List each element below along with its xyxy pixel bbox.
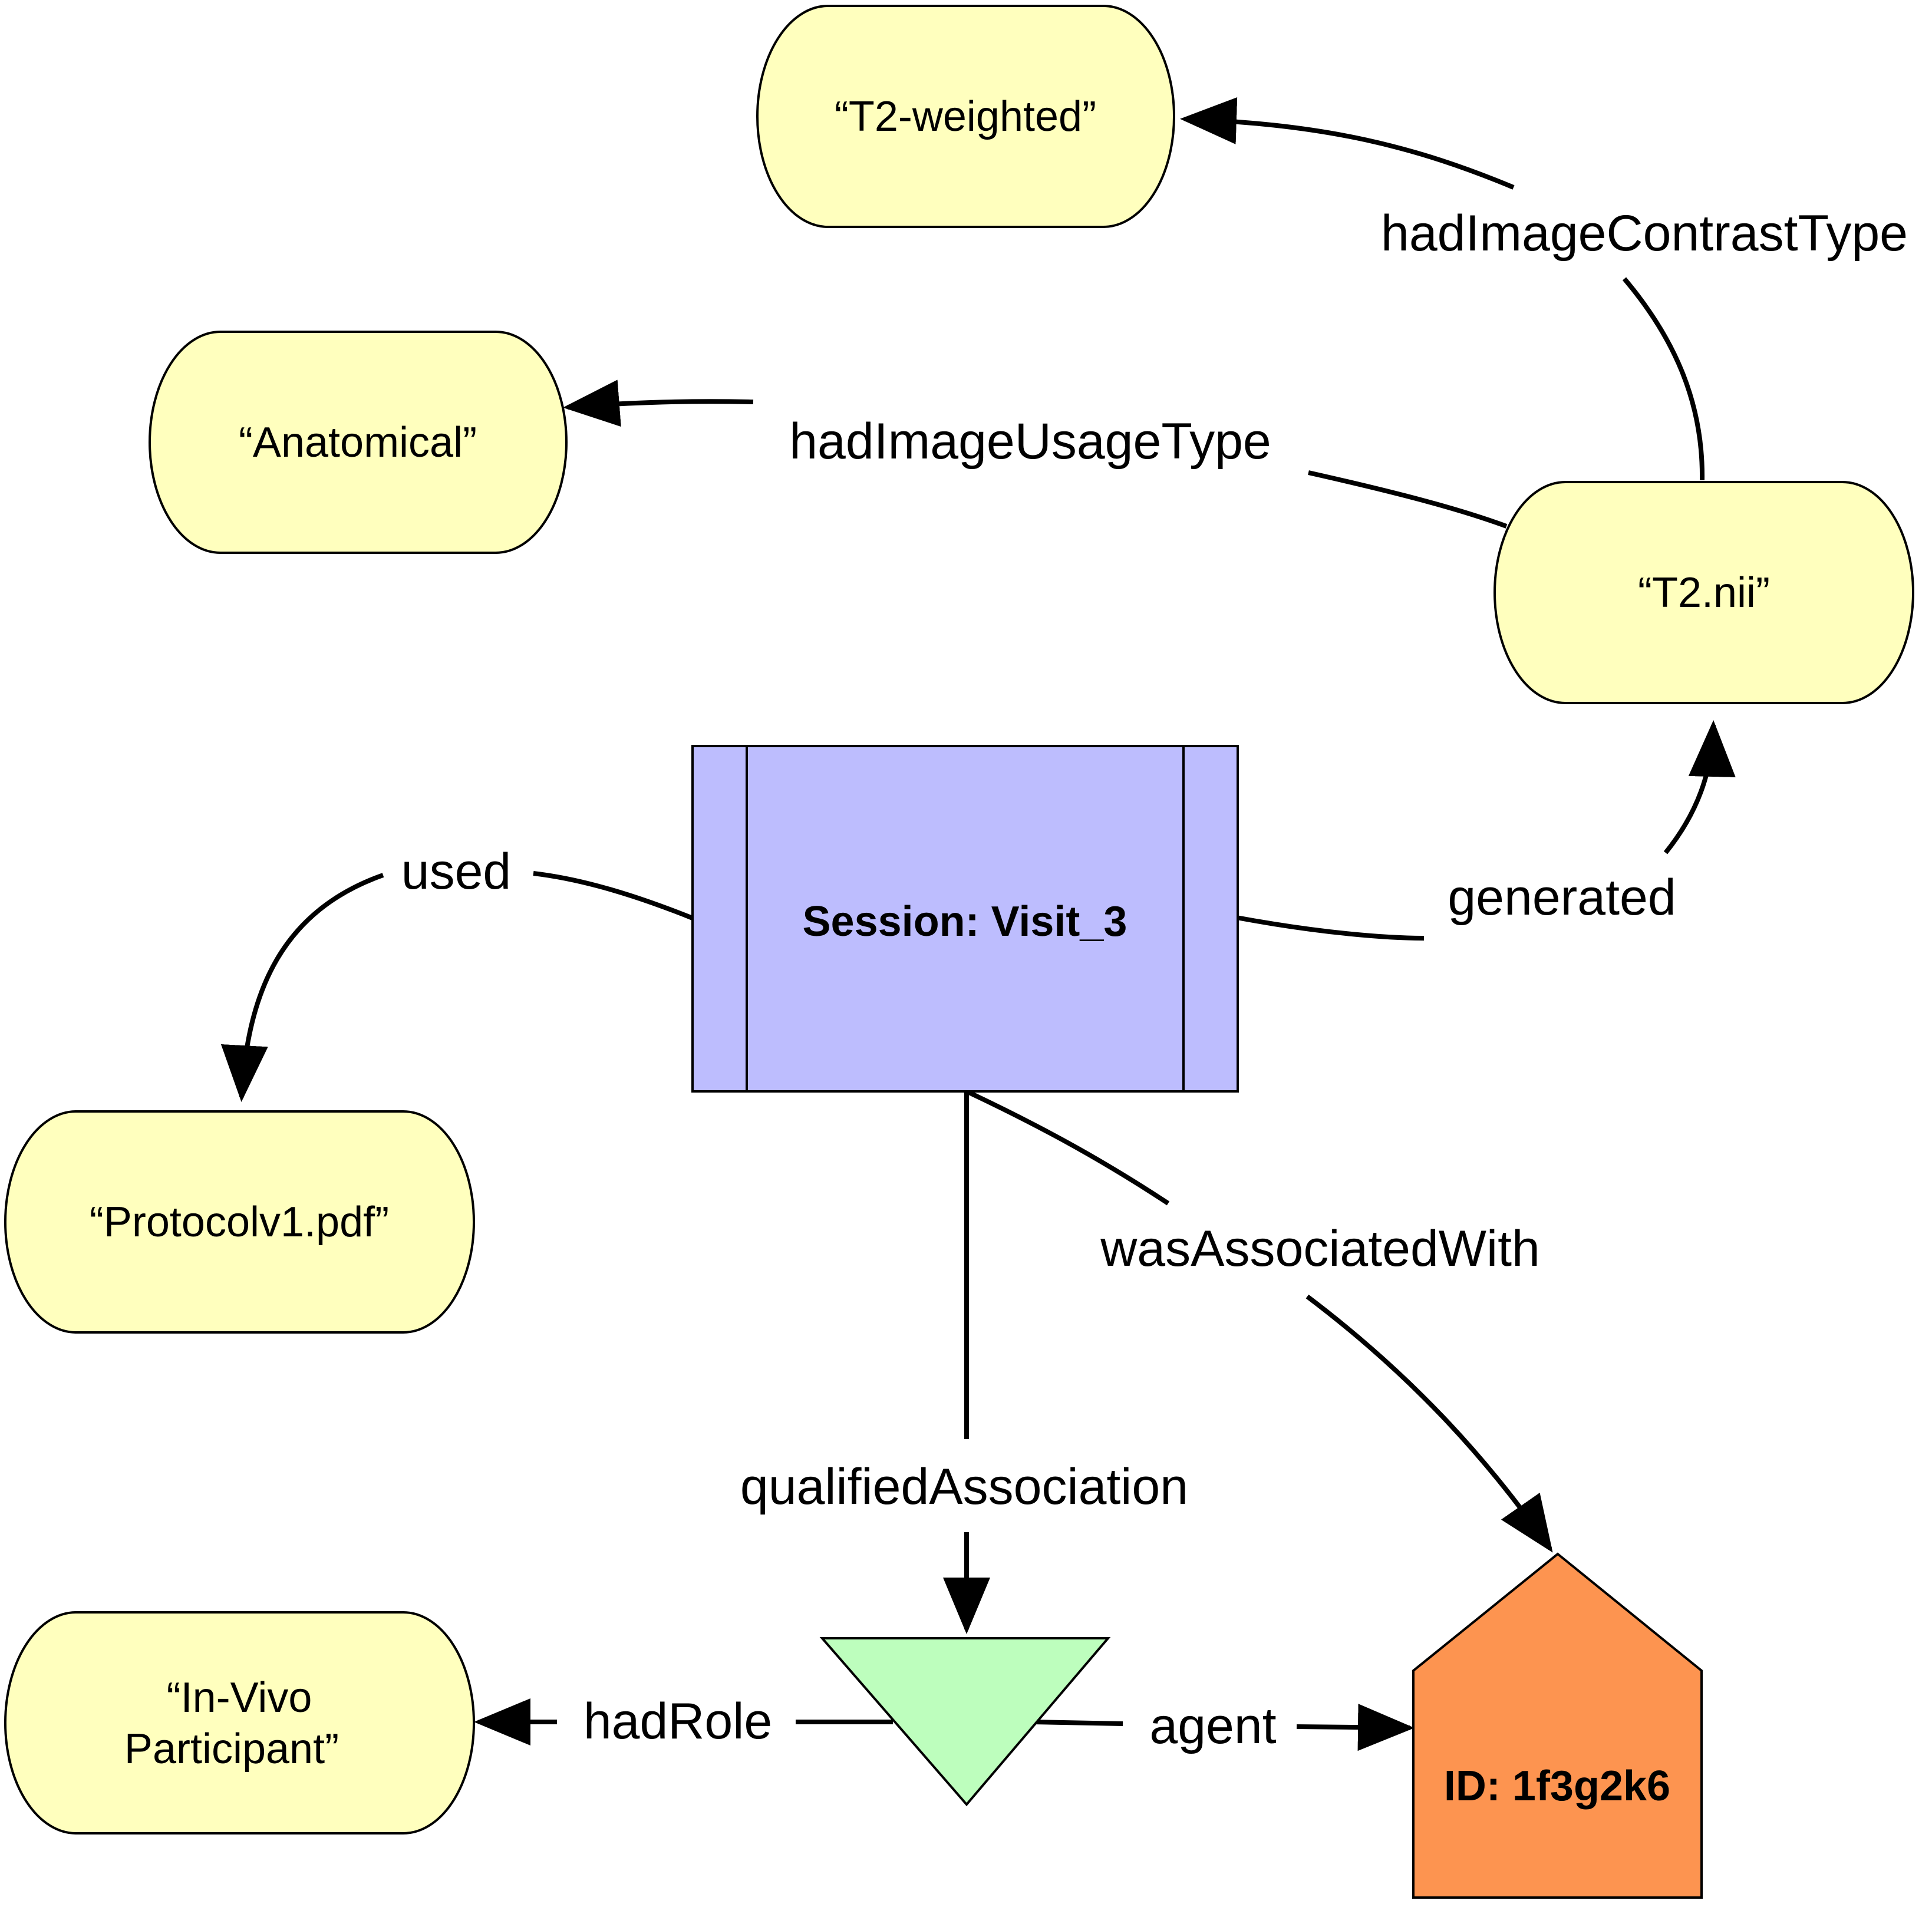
node-anatomical: “Anatomical” xyxy=(149,331,568,554)
node-label-t2-weighted: “T2-weighted” xyxy=(835,93,1096,140)
node-label-session: Session: Visit_3 xyxy=(803,898,1127,945)
edge-label-was-associated-with: wasAssociatedWith xyxy=(1100,1220,1540,1277)
node-t2-weighted: “T2-weighted” xyxy=(756,5,1175,228)
node-label-t2-nii: “T2.nii” xyxy=(1638,569,1770,616)
edge-was-associated-with: wasAssociatedWith xyxy=(965,1089,1553,1553)
node-label-protocol: “Protocolv1.pdf” xyxy=(90,1199,389,1246)
edge-label-had-image-contrast-type: hadImageContrastType xyxy=(1381,205,1908,262)
node-t2-nii: “T2.nii” xyxy=(1493,481,1914,704)
node-label-agent: ID: 1f3g2k6 xyxy=(1444,1763,1670,1810)
edge-label-qualified-association: qualifiedAssociation xyxy=(740,1459,1188,1515)
edge-had-role: hadRole xyxy=(474,1693,893,1750)
edge-had-image-contrast-type: hadImageContrastType xyxy=(1180,97,1908,481)
node-protocol: “Protocolv1.pdf” xyxy=(4,1110,475,1334)
edge-had-image-usage-type: hadImageUsageType xyxy=(563,380,1508,529)
edge-qualified-association: qualifiedAssociation xyxy=(740,1091,1188,1634)
node-session-activity: Session: Visit_3 xyxy=(691,745,1239,1093)
edge-agent: agent xyxy=(1032,1698,1415,1754)
edge-label-generated: generated xyxy=(1448,869,1676,926)
node-association xyxy=(819,1637,1111,1807)
node-label-role-line2: Participant” xyxy=(124,1725,339,1773)
edge-label-had-image-usage-type: hadImageUsageType xyxy=(789,413,1271,470)
node-role: “In-Vivo Participant” xyxy=(4,1611,475,1834)
edge-label-used: used xyxy=(401,843,512,900)
edge-label-agent: agent xyxy=(1149,1698,1276,1754)
node-label-role-line1: “In-Vivo xyxy=(167,1674,312,1721)
edge-generated: generated xyxy=(1236,720,1736,941)
edge-used: used xyxy=(220,843,694,1102)
node-agent: ID: 1f3g2k6 xyxy=(1412,1552,1703,1899)
node-label-anatomical: “Anatomical” xyxy=(239,419,477,466)
edge-label-had-role: hadRole xyxy=(583,1693,772,1750)
